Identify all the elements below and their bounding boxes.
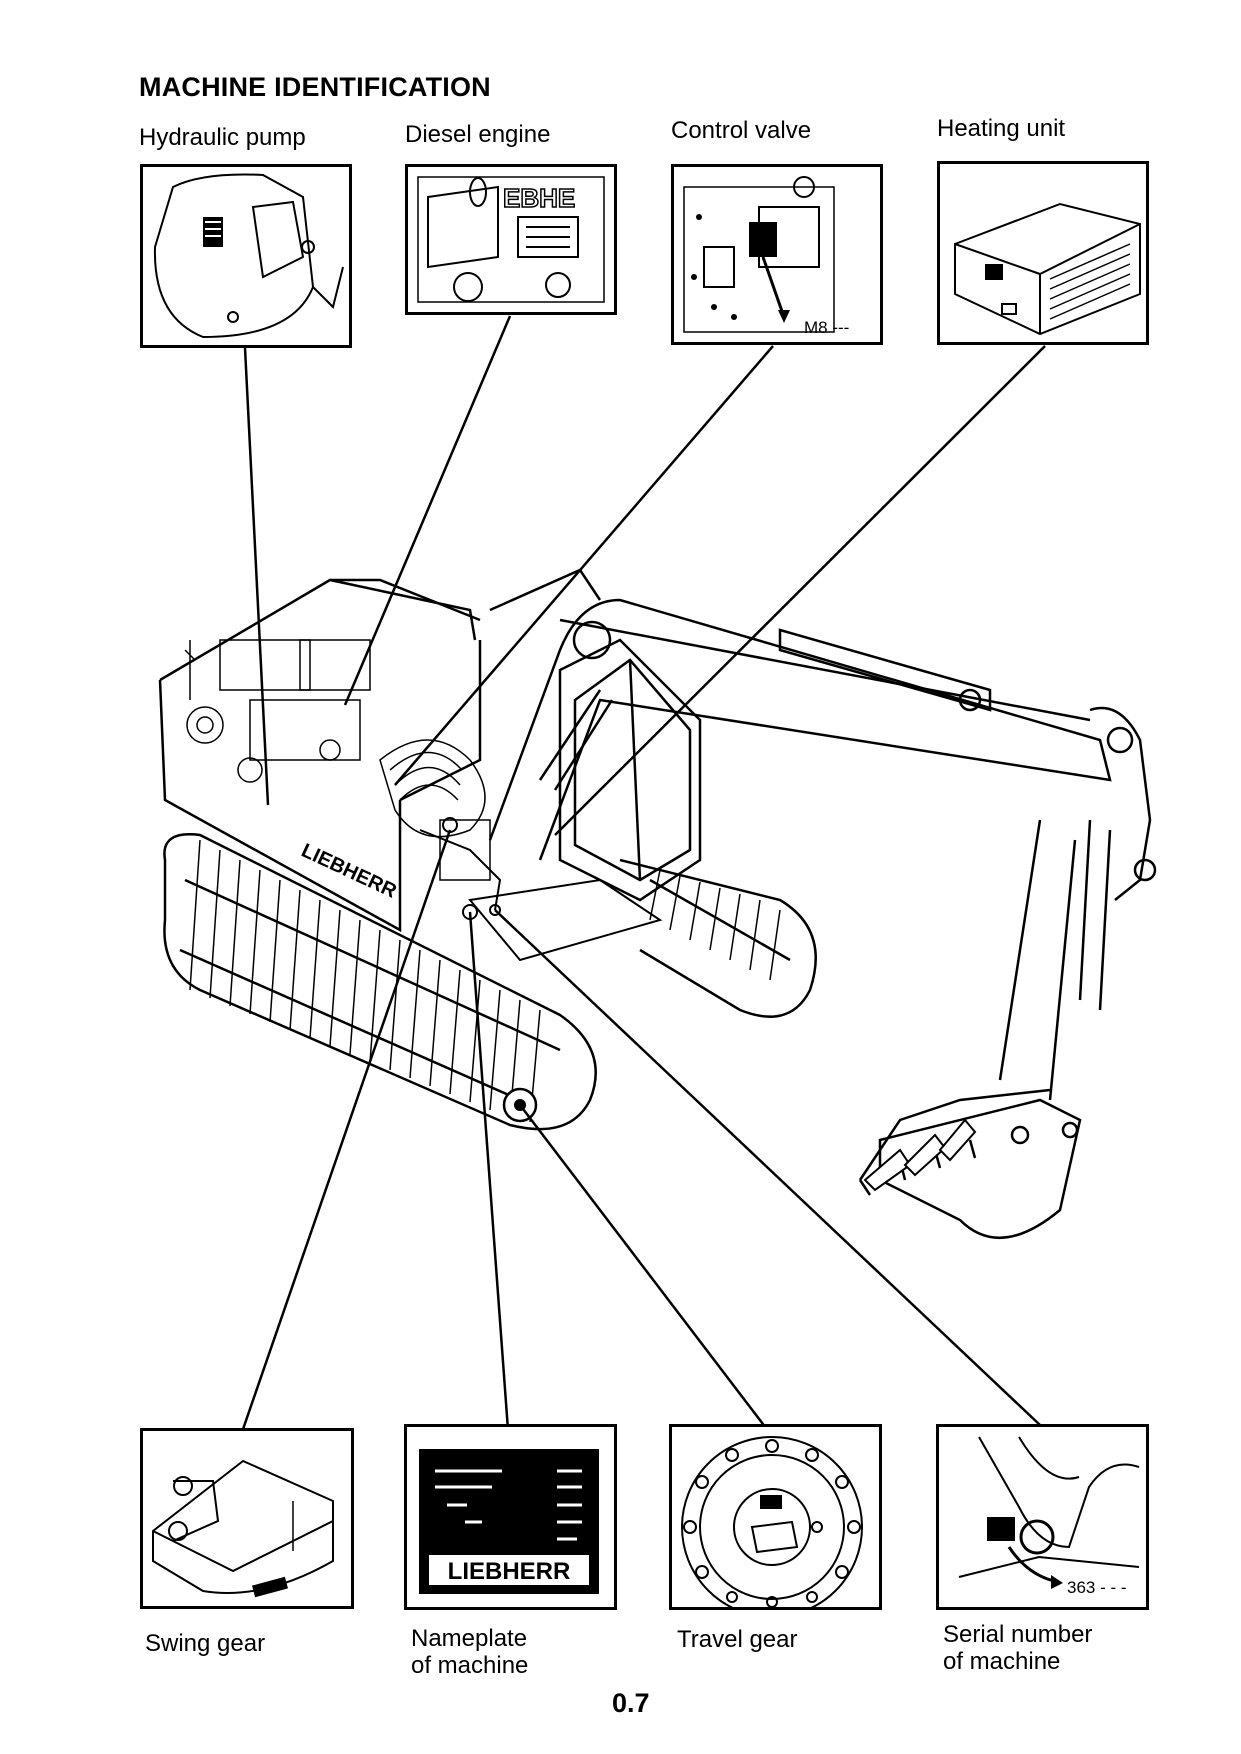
label-heating-unit: Heating unit (937, 115, 1066, 142)
label-swing-gear-line1: Swing gear (145, 1630, 266, 1657)
label-nameplate-line2: of machine (411, 1652, 529, 1679)
nameplate-logo-text: LIEBHERR (448, 1558, 571, 1585)
side-logo-text: LIEBHERR (298, 840, 400, 903)
leader-nameplate (468, 911, 510, 1431)
label-travel-gear: Travel gear (677, 1626, 798, 1653)
swing-gear-detail-image (140, 1428, 354, 1609)
page-title: MACHINE IDENTIFICATION (139, 72, 491, 102)
svg-text:EBHE: EBHE (503, 183, 575, 213)
serial-number-detail-image: 363 - - - (936, 1424, 1149, 1610)
control-valve-callout: M8 --- (804, 318, 849, 337)
label-serial-number-line1: Serial number (943, 1621, 1093, 1648)
label-serial-number-line2: of machine (943, 1648, 1061, 1675)
label-nameplate-line1: Nameplate (411, 1625, 528, 1652)
label-nameplate: Nameplate of machine (411, 1625, 528, 1679)
leader-hydraulic-pump (243, 347, 270, 806)
leader-diesel-engine (343, 315, 512, 706)
label-control-valve: Control valve (671, 117, 812, 144)
label-travel-gear-line1: Travel gear (677, 1626, 798, 1653)
label-serial-number: Serial number of machine (943, 1621, 1092, 1675)
hydraulic-pump-detail-image (140, 164, 352, 348)
leader-swing-gear (239, 829, 452, 1436)
leader-serial-number (494, 909, 1041, 1426)
page-number: 0.7 (612, 1688, 650, 1718)
serial-number-callout: 363 - - - (1067, 1578, 1127, 1597)
label-swing-gear: Swing gear (145, 1630, 265, 1657)
nameplate-detail-image: LIEBHERR (404, 1424, 617, 1610)
travel-gear-detail-image (669, 1424, 882, 1610)
label-diesel-engine: Diesel engine (405, 121, 551, 148)
leader-travel-gear (519, 1104, 770, 1433)
control-valve-detail-image: M8 --- (671, 164, 883, 345)
leader-lines (239, 315, 1046, 1436)
leader-control-valve (394, 345, 774, 786)
label-hydraulic-pump: Hydraulic pump (139, 124, 306, 151)
leader-heating-unit (554, 345, 1046, 836)
heating-unit-detail-image (937, 161, 1149, 345)
diesel-engine-detail-image: EBHE (405, 164, 617, 315)
